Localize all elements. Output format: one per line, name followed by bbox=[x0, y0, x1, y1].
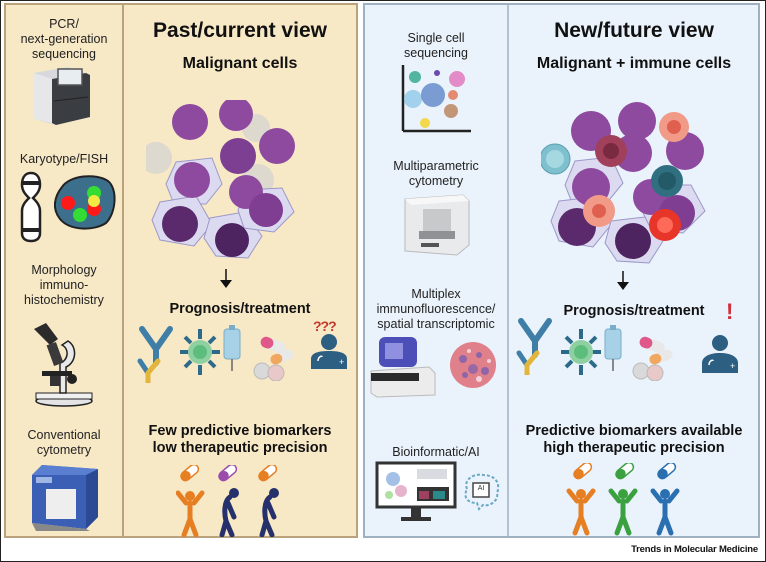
past-view-subtitle: Malignant cells bbox=[182, 55, 298, 72]
technique-bioinformatic-ai-label: Bioinformatic/AI bbox=[392, 445, 480, 459]
exclamation-mark: ! bbox=[726, 299, 734, 324]
future-outcome-heading: Prognosis/treatment bbox=[563, 303, 705, 319]
technique-pcr-ngs-label: PCR/ next-generation sequencing bbox=[20, 17, 108, 61]
svg-text:+: + bbox=[339, 357, 344, 367]
past-panel-divider bbox=[122, 5, 124, 536]
past-view-panel: PCR/ next-generation sequencing Karyotyp… bbox=[4, 3, 358, 538]
technique-multiplex-if-label: Multiplex immunofluorescence/ spatial tr… bbox=[376, 287, 496, 331]
antibody-icon bbox=[515, 315, 555, 375]
doctor-confident-icon: + bbox=[699, 331, 741, 377]
future-view-title: New/future view bbox=[554, 19, 714, 42]
future-view-subtitle: Malignant + immune cells bbox=[536, 55, 732, 72]
question-marks: ??? bbox=[313, 318, 337, 334]
past-outcome-heading: Prognosis/treatment bbox=[169, 301, 311, 317]
fish-nucleus-icon bbox=[52, 173, 118, 231]
technique-single-cell-seq-label: Single cell sequencing bbox=[404, 31, 468, 60]
antibody-icon bbox=[136, 323, 176, 383]
pills-icon bbox=[250, 335, 296, 381]
future-view-panel: Single cell sequencing Multiparametric c… bbox=[363, 3, 760, 538]
past-conclusion: Few predictive biomarkers low therapeuti… bbox=[148, 423, 332, 456]
patients-outcome-icon bbox=[176, 465, 296, 537]
car-t-cell-icon bbox=[559, 327, 603, 377]
ai-brain-icon: AI bbox=[461, 471, 501, 511]
multiparametric-cytometer-icon bbox=[401, 191, 471, 257]
patients-outcome-icon bbox=[565, 463, 695, 537]
technique-karyotype-fish-label: Karyotype/FISH bbox=[19, 152, 109, 166]
iv-bag-icon bbox=[603, 325, 623, 371]
doctor-uncertain-icon: + bbox=[308, 323, 350, 369]
iv-bag-icon bbox=[222, 325, 242, 371]
technique-multiparametric-cytometry-label: Multiparametric cytometry bbox=[393, 159, 479, 188]
future-conclusion: Predictive biomarkers available high the… bbox=[525, 423, 743, 456]
technique-conventional-cytometry-label: Conventional cytometry bbox=[27, 428, 101, 457]
scatter-plot-icon bbox=[401, 65, 471, 133]
chromosome-icon bbox=[20, 171, 42, 243]
car-t-cell-icon bbox=[178, 327, 222, 377]
ai-chip-label: AI bbox=[477, 485, 485, 492]
technique-morphology-ihc-label: Morphology immuno- histochemistry bbox=[24, 263, 104, 307]
svg-text:+: + bbox=[730, 361, 735, 371]
past-view-title: Past/current view bbox=[153, 19, 327, 42]
sequencer-machine-icon bbox=[28, 67, 94, 125]
pills-icon bbox=[629, 335, 675, 381]
journal-credit: Trends in Molecular Medicine bbox=[631, 544, 758, 555]
computer-monitor-icon bbox=[375, 461, 457, 523]
microscope-icon bbox=[32, 323, 94, 407]
imaging-scanner-icon bbox=[369, 335, 441, 399]
future-panel-divider bbox=[507, 5, 509, 536]
tissue-section-icon bbox=[449, 341, 497, 389]
cytometer-icon bbox=[28, 465, 100, 531]
down-arrow-icon bbox=[617, 271, 629, 291]
down-arrow-icon bbox=[220, 269, 232, 289]
malignant-cell-cluster-icon bbox=[146, 100, 316, 260]
malignant-immune-cell-cluster-icon bbox=[541, 101, 741, 271]
